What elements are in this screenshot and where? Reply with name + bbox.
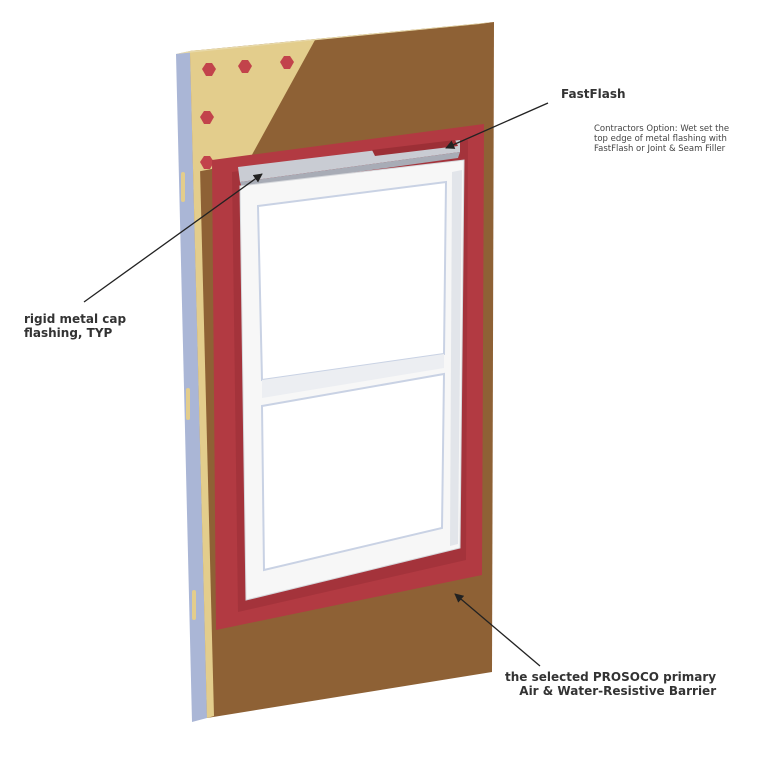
fastener-2 <box>238 60 252 73</box>
metal-cap-front <box>240 152 460 188</box>
fastener-4 <box>200 111 214 124</box>
contractor-note-line-3: FastFlash or Joint & Seam Filler <box>594 144 726 154</box>
fastflash-label: FastFlash <box>561 87 626 101</box>
cap-flashing-line-1: rigid metal cap <box>24 312 127 326</box>
cap-flashing-line-2: flashing, TYP <box>24 326 113 340</box>
fastener-5 <box>200 156 214 169</box>
sheathing-edge-strip <box>190 50 214 718</box>
lower-glass <box>260 372 446 572</box>
edge-slot-2 <box>186 388 190 420</box>
edge-slot-3 <box>192 590 196 620</box>
wall-side-edge <box>176 51 207 722</box>
cap-flashing-label: rigid metal cap flashing, TYP <box>24 312 126 340</box>
cap-flashing-arrow <box>83 173 263 303</box>
fasteners <box>200 56 294 169</box>
upper-glass <box>256 180 448 382</box>
barrier-line-2: Air & Water-Resistive Barrier <box>519 684 717 698</box>
fastener-1 <box>202 63 216 76</box>
fastflash-arrow <box>445 102 549 149</box>
contractor-note-line-2: top edge of metal flashing with <box>594 134 727 144</box>
contractor-note: Contractors Option: Wet set the top edge… <box>594 124 729 154</box>
wall-top-edge <box>176 22 494 54</box>
barrier-line-1: the selected PROSOCO primary <box>505 670 717 684</box>
edge-slot-1 <box>181 172 185 202</box>
barrier-label: the selected PROSOCO primary Air & Water… <box>505 670 716 698</box>
barrier-arrow <box>454 593 541 667</box>
edge-slots <box>181 172 196 620</box>
meeting-rail <box>262 354 444 398</box>
fastener-3 <box>280 56 294 69</box>
contractor-note-line-1: Contractors Option: Wet set the <box>594 124 730 134</box>
exposed-sheathing <box>190 40 315 172</box>
window-jamb-shade <box>450 170 462 546</box>
fastflash-bead <box>372 140 458 156</box>
